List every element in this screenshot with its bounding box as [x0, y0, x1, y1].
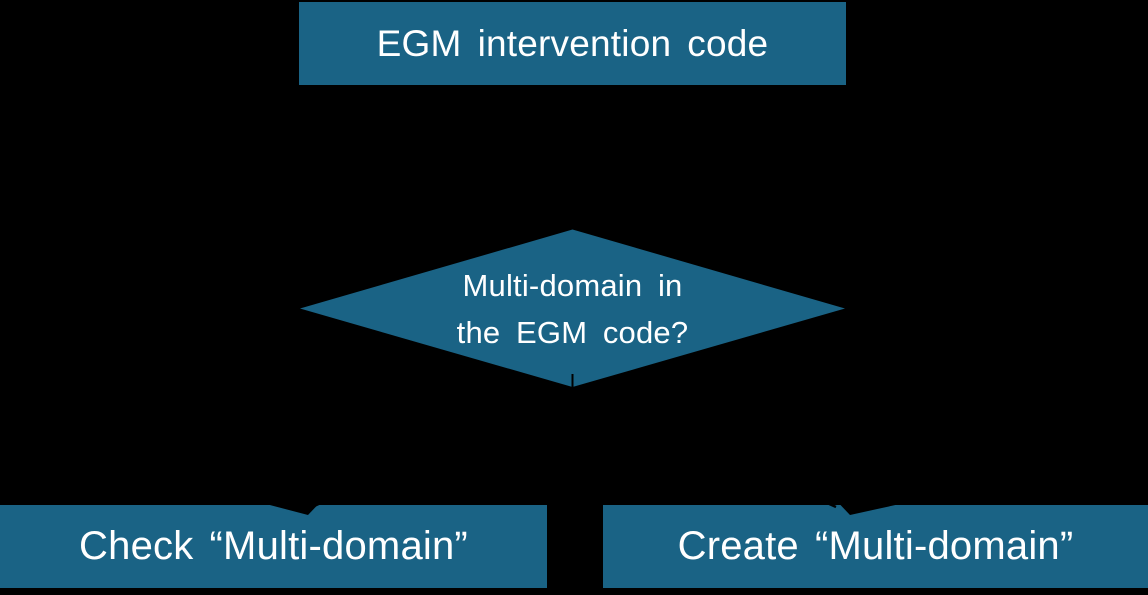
arrowhead-into-right-box — [840, 504, 900, 515]
connector-decision-to-left-box — [311, 386, 574, 509]
arrowhead-into-decision — [564, 217, 581, 229]
connectors — [266, 85, 900, 515]
start-box-shape — [299, 2, 846, 85]
arrowhead-into-left-box — [266, 504, 318, 515]
branch-left-box-shape — [0, 505, 547, 588]
branch-right-box-shape — [603, 505, 1148, 588]
decision-diamond-shape — [300, 229, 845, 387]
connector-decision-to-right-box — [571, 386, 837, 509]
